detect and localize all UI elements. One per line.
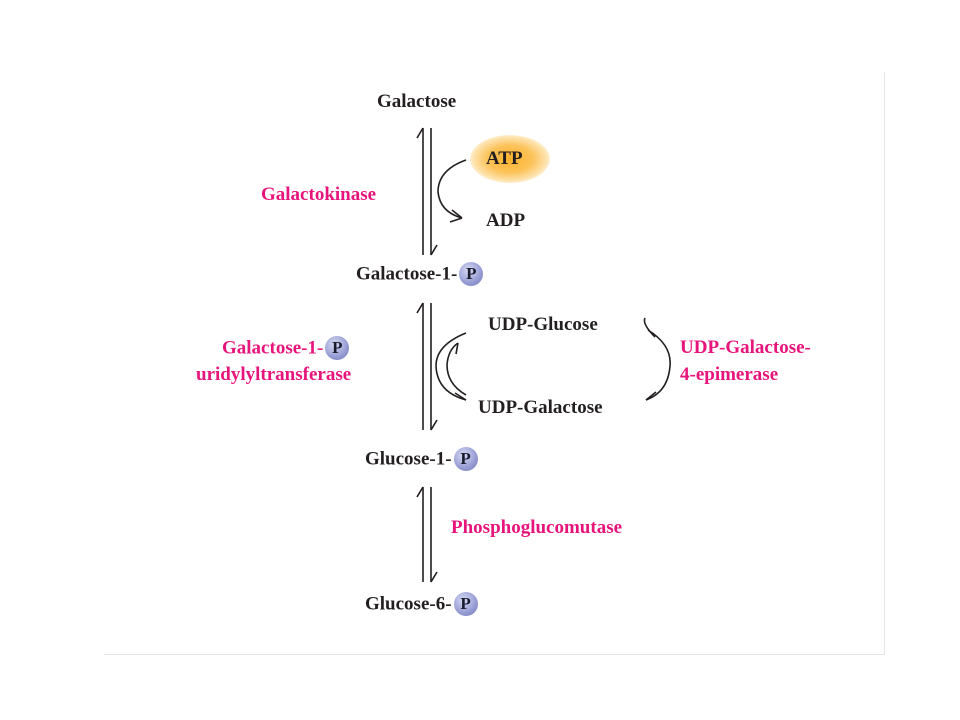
transferase-curve-outer [435,332,467,401]
atp-adp-curve [437,159,467,219]
galactose-label: Galactose [377,91,457,112]
enzyme-epimerase-line1: UDP-Galactose- [680,337,811,358]
enzyme-galactokinase: Galactokinase [261,184,377,205]
enzyme-phosphoglucomutase: Phosphoglucomutase [451,517,623,538]
enzyme-transferase-line1: Galactose-1-P [222,336,350,361]
galactose-1-phosphate-text: Galactose-1- [356,263,458,285]
galactose-1-phosphate-label: Galactose-1-P [356,262,484,287]
epimerase-curve [645,329,671,401]
phosphate-icon: P [453,592,478,616]
udp-glucose-label: UDP-Glucose [488,314,598,335]
enzyme-transferase-line2: uridylyltransferase [196,364,352,385]
phosphate-icon: P [325,336,350,360]
phosphate-icon: P [459,262,484,286]
transferase-line1-text: Galactose-1- [222,337,324,359]
udp-galactose-label: UDP-Galactose [478,397,603,418]
transferase-curve-inner [446,342,467,396]
glucose-1-phosphate-text: Glucose-1- [365,448,452,470]
atp-label: ATP [486,148,523,169]
glucose-6-phosphate-text: Glucose-6- [365,593,452,615]
glucose-6-phosphate-label: Glucose-6-P [365,592,478,617]
enzyme-epimerase-line2: 4-epimerase [680,364,779,385]
epimerase-return [643,317,656,338]
glucose-1-phosphate-label: Glucose-1-P [365,447,478,472]
atp-glow [470,135,550,183]
phosphate-icon: P [453,447,478,471]
adp-label: ADP [486,210,526,231]
